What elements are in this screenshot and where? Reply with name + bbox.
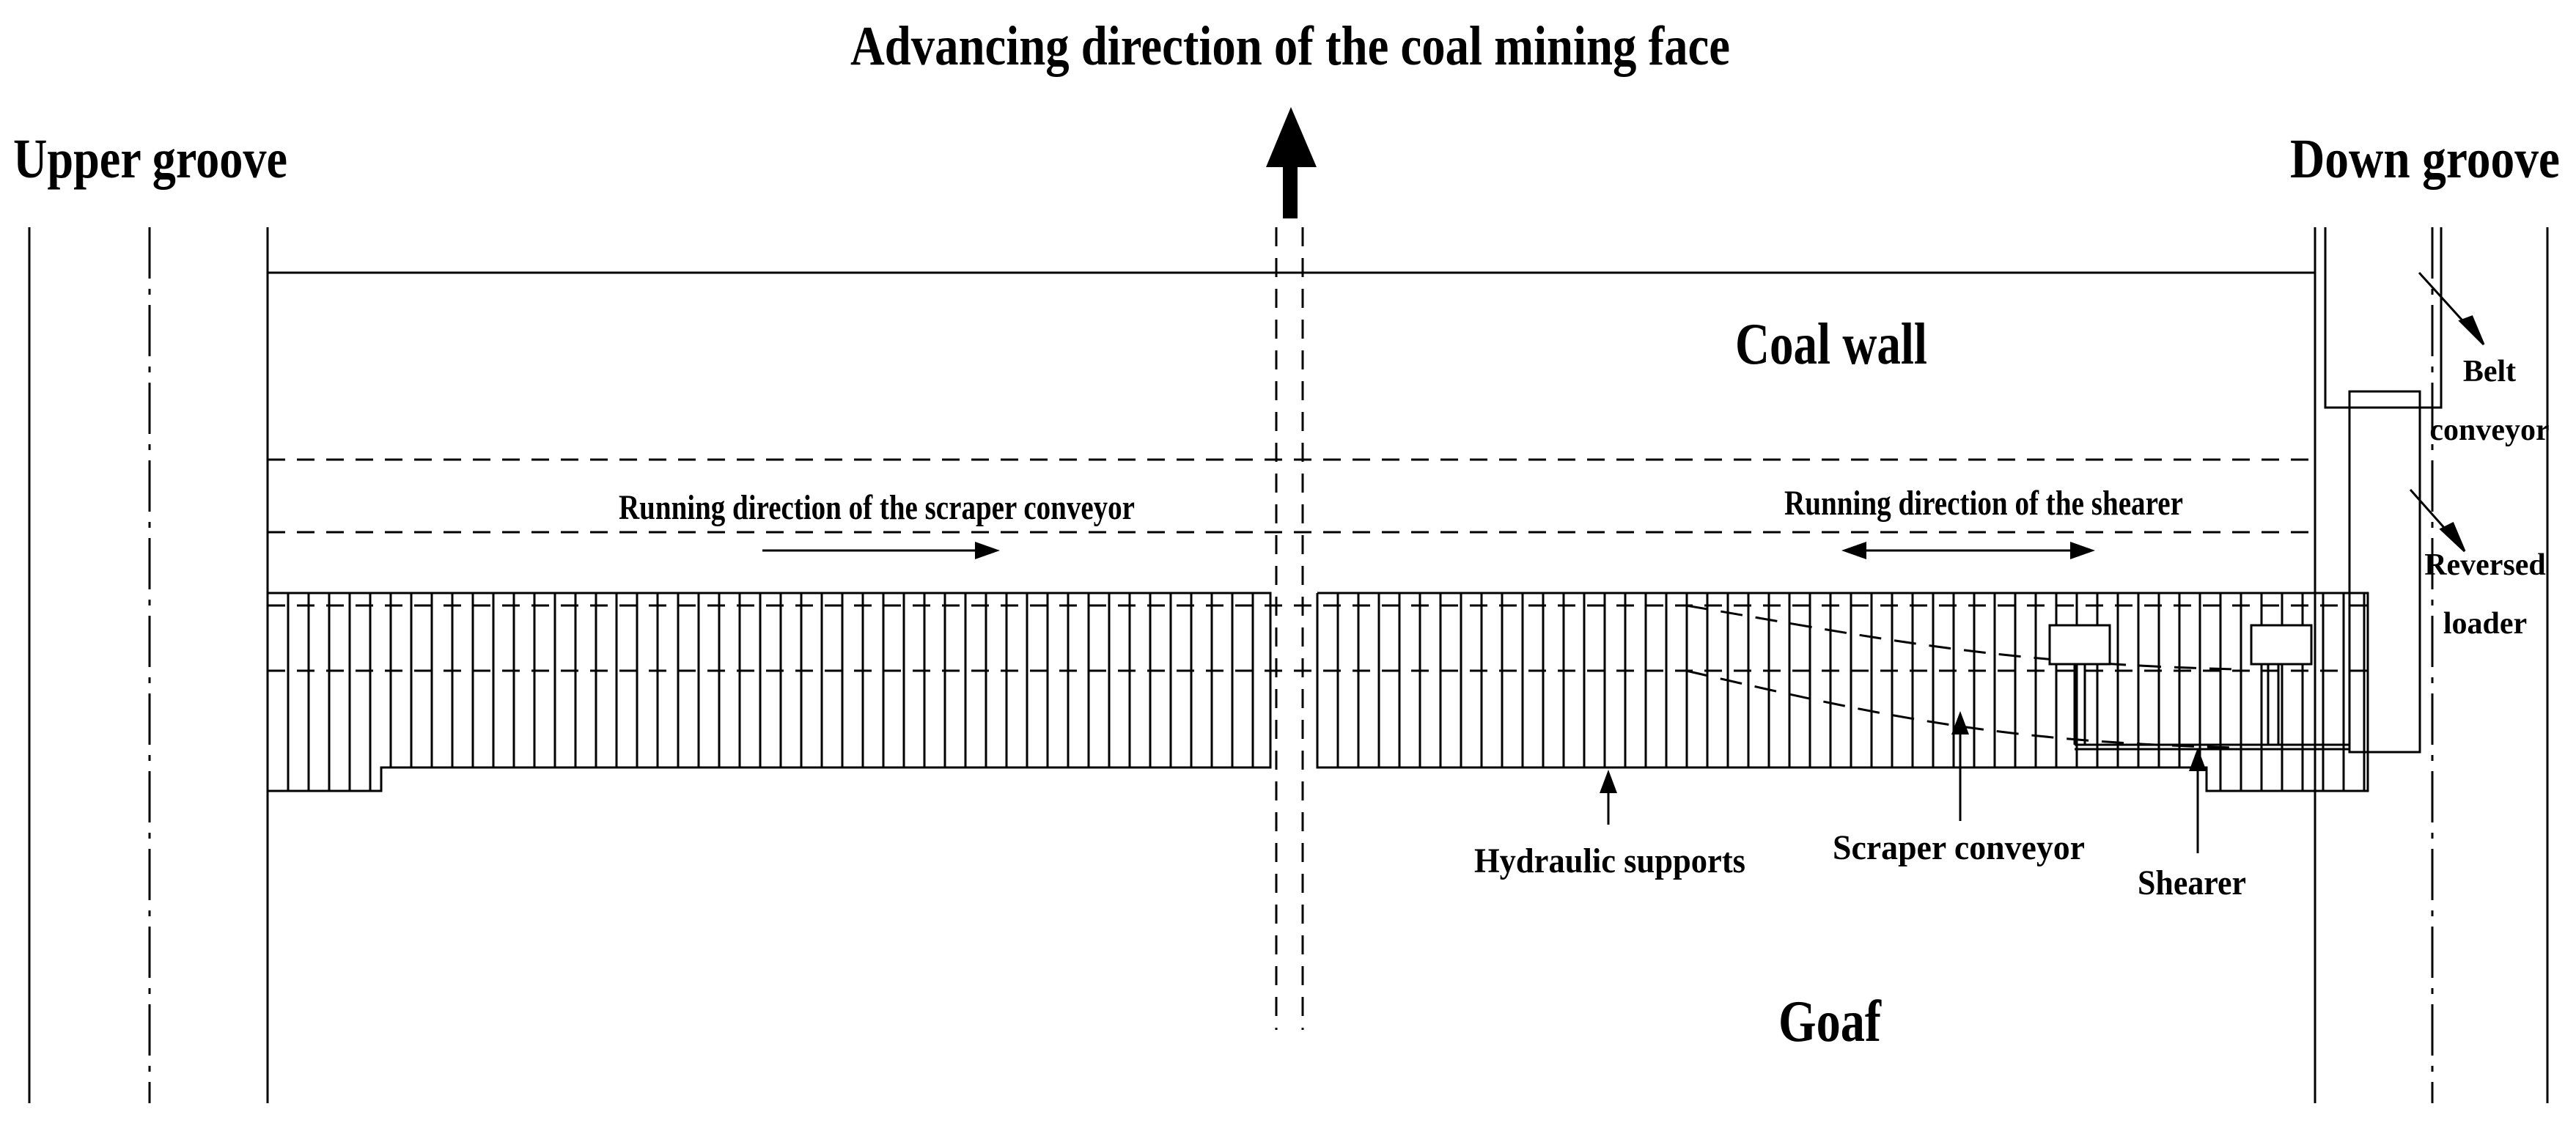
reversed-loader-label-line2: loader (2443, 607, 2527, 641)
scraper-direction-arrow (762, 542, 1000, 559)
advancing-direction-arrow (1266, 107, 1317, 218)
coal-wall-label: Coal wall (1735, 312, 1927, 377)
reversed-loader (2348, 390, 2466, 754)
goaf-label: Goaf (1778, 990, 1882, 1054)
reversed-loader-label-line1: Reversed (2424, 548, 2546, 582)
scraper-direction-label: Running direction of the scraper conveyo… (619, 488, 1135, 527)
hydraulic-supports-pointer (1600, 770, 1617, 825)
down-groove-label: Down groove (2290, 128, 2560, 190)
shearer-direction-label: Running direction of the shearer (1784, 484, 2183, 523)
belt-conveyor-label-line2: conveyor (2429, 413, 2549, 447)
upper-groove-roadway (28, 227, 269, 1103)
shearer-label: Shearer (2138, 864, 2246, 902)
advance-centre-lines (1275, 227, 1304, 1030)
advancing-direction-label: Advancing direction of the coal mining f… (850, 15, 1730, 77)
shearer-direction-arrow (1841, 542, 2095, 559)
dashed-guide-lines (268, 458, 2368, 672)
upper-groove-label: Upper groove (13, 128, 287, 190)
scraper-conveyor-label: Scraper conveyor (1833, 828, 2085, 867)
hydraulic-supports-label: Hydraulic supports (1474, 842, 1745, 880)
shearer-pointer (2189, 748, 2207, 853)
down-groove-roadway (2314, 227, 2549, 1103)
hydraulic-supports (266, 592, 2369, 792)
belt-conveyor-label-line1: Belt (2463, 355, 2516, 389)
scraper-conveyor-pointer (1951, 711, 1969, 821)
belt-conveyor (2324, 227, 2485, 409)
shearer-machine (2048, 624, 2349, 751)
